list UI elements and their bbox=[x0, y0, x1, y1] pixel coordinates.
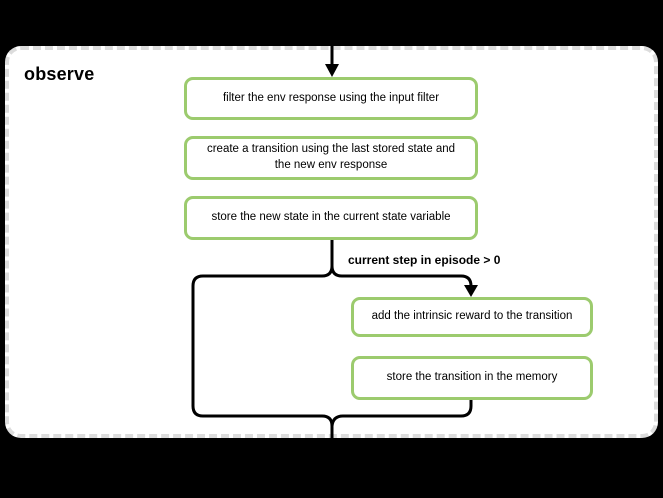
branch-condition-label: current step in episode > 0 bbox=[348, 253, 501, 267]
step-store-new-state: store the new state in the current state… bbox=[184, 196, 478, 240]
step-create-transition: create a transition using the last store… bbox=[184, 136, 478, 180]
step-filter-env-response: filter the env response using the input … bbox=[184, 77, 478, 120]
step-add-intrinsic-reward: add the intrinsic reward to the transiti… bbox=[351, 297, 593, 337]
step-store-transition: store the transition in the memory bbox=[351, 356, 593, 400]
group-title-observe: observe bbox=[24, 64, 95, 84]
